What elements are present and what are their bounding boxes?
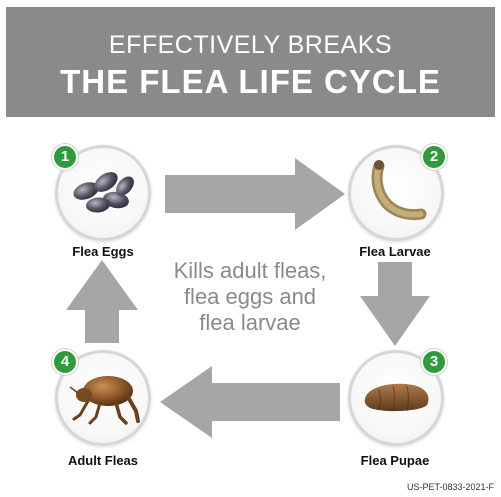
flea-eggs-icon xyxy=(73,172,134,213)
stage-badge-2: 2 xyxy=(421,144,447,170)
stage-badge-3: 3 xyxy=(421,349,447,375)
footer-code: US-PET-0833-2021-F xyxy=(406,482,494,492)
header-line2: THE FLEA LIFE CYCLE xyxy=(60,63,441,100)
flea-pupa-icon xyxy=(364,383,429,412)
stage-badge-4: 4 xyxy=(52,349,78,375)
flea-larva-icon xyxy=(371,160,427,221)
center-message-line3: flea larvae xyxy=(199,310,301,335)
stage-flea-larvae: 2 xyxy=(348,144,447,241)
stage-label-flea-pupae: Flea Pupae xyxy=(360,453,430,468)
center-message: Kills adult fleas, flea eggs and flea la… xyxy=(140,258,360,336)
arrow-eggs-to-larvae xyxy=(165,158,345,230)
stage-label-adult-fleas: Adult Fleas xyxy=(67,453,139,468)
arrow-adults-to-eggs xyxy=(66,260,138,343)
center-message-line2: flea eggs and xyxy=(183,284,317,309)
arrow-pupae-to-adults xyxy=(160,366,340,438)
stage-flea-pupae: 3 xyxy=(348,349,447,446)
header-line1: EFFECTIVELY BREAKS xyxy=(108,31,393,59)
stage-label-flea-eggs: Flea Eggs xyxy=(72,244,134,259)
stage-label-flea-larvae: Flea Larvae xyxy=(359,244,431,259)
stage-adult-fleas: 4 xyxy=(52,349,151,446)
stage-flea-eggs: 1 xyxy=(52,144,151,241)
header-banner: EFFECTIVELY BREAKS THE FLEA LIFE CYCLE xyxy=(6,7,495,117)
center-message-line1: Kills adult fleas, xyxy=(173,258,327,283)
arrow-larvae-to-pupae xyxy=(360,262,430,346)
stage-badge-1: 1 xyxy=(52,144,78,170)
adult-flea-icon xyxy=(69,376,140,425)
